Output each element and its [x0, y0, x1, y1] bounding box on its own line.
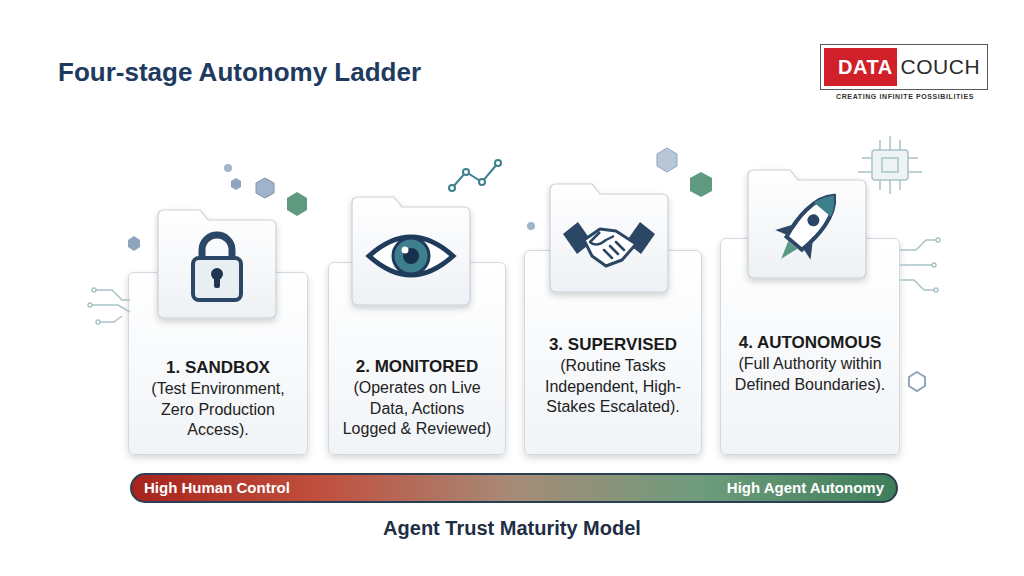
circuit-decor	[88, 136, 940, 324]
trend-decor	[449, 160, 501, 191]
handshake-icon	[563, 222, 655, 266]
chip-core	[882, 158, 898, 172]
folder-icon	[748, 170, 866, 278]
rocket-icon	[764, 181, 852, 273]
stage-description: (Full Authority within Defined Boundarie…	[734, 354, 886, 395]
card-text: 2. MONITORED(Operates on Live Data, Acti…	[329, 356, 505, 440]
stage-heading: 1. SANDBOX	[129, 357, 307, 378]
logo-box: DATACOUCH	[820, 44, 988, 90]
card-text: 4. AUTONOMOUS(Full Authority within Defi…	[721, 332, 899, 395]
card-text: 3. SUPERVISED(Routine Tasks Independent,…	[525, 334, 701, 418]
logo-word: COUCH	[897, 48, 981, 86]
folder-icon	[352, 197, 470, 305]
stage-card: 1. SANDBOX(Test Environment, Zero Produc…	[128, 272, 308, 455]
lock-icon	[193, 235, 241, 300]
stage-heading: 3. SUPERVISED	[525, 334, 701, 355]
stage-heading: 4. AUTONOMOUS	[721, 332, 899, 353]
stage-card: 2. MONITORED(Operates on Live Data, Acti…	[328, 262, 506, 455]
folder-icon	[550, 184, 668, 292]
gradient-scale-bar: High Human Control High Agent Autonomy	[130, 473, 898, 503]
eye-icon	[369, 237, 453, 275]
scale-end-label: High Human Control	[144, 475, 290, 501]
stage-card: 4. AUTONOMOUS(Full Authority within Defi…	[720, 238, 900, 455]
chip-decor	[872, 150, 908, 180]
scale-end-label: High Agent Autonomy	[727, 475, 884, 501]
logo-word-highlight: DATA	[824, 48, 897, 86]
diagram-title: Four-stage Autonomy Ladder	[58, 57, 421, 88]
stage-description: (Test Environment, Zero Production Acces…	[133, 379, 303, 441]
stage-description: (Operates on Live Data, Actions Logged &…	[341, 378, 493, 440]
hexagon-decor	[128, 148, 925, 391]
stage-description: (Routine Tasks Independent, High-Stakes …	[538, 356, 688, 418]
diagram-caption: Agent Trust Maturity Model	[0, 517, 1024, 540]
folder-icon	[158, 210, 276, 318]
card-text: 1. SANDBOX(Test Environment, Zero Produc…	[129, 357, 307, 441]
stage-heading: 2. MONITORED	[329, 356, 505, 377]
logo-tagline: CREATING INFINITE POSSIBILITIES	[820, 93, 990, 100]
stage-card: 3. SUPERVISED(Routine Tasks Independent,…	[524, 250, 702, 455]
